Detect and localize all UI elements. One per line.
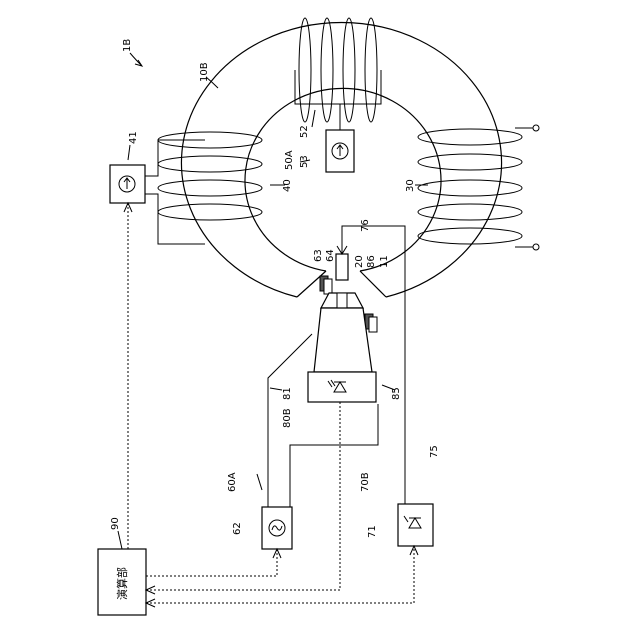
- label-71: 71: [367, 525, 378, 538]
- label-30: 30: [405, 179, 416, 192]
- label-ring: 10B: [199, 62, 210, 82]
- signal-81: [146, 402, 340, 590]
- detector-71: [398, 504, 433, 546]
- label-85: 85: [391, 387, 402, 400]
- coil-30: [418, 125, 539, 250]
- label-53: 53: [299, 155, 310, 168]
- label-76: 76: [360, 219, 371, 232]
- gap-right: [360, 271, 386, 297]
- label-70b: 70B: [360, 472, 371, 492]
- ammeter-41: [110, 165, 145, 203]
- label-75: 75: [429, 445, 440, 458]
- coil-40: [145, 132, 262, 244]
- detector-81: [308, 372, 376, 402]
- label-fig: 1B: [122, 39, 133, 52]
- label-80b: 80B: [282, 408, 293, 428]
- label-50a: 50A: [284, 150, 295, 170]
- label-11: 11: [379, 255, 390, 268]
- label-20: 20: [354, 255, 365, 268]
- compute-unit-label: 演算部: [115, 567, 129, 600]
- label-63: 63: [313, 249, 324, 262]
- label-60a: 60A: [227, 472, 238, 492]
- label-64: 64: [325, 249, 336, 262]
- label-40: 40: [282, 179, 293, 192]
- ammeter-53: [326, 130, 354, 172]
- label-86: 86: [366, 255, 377, 268]
- label-52: 52: [299, 125, 310, 138]
- label-81: 81: [282, 387, 293, 400]
- source-62: [262, 507, 292, 549]
- label-41: 41: [128, 131, 139, 144]
- signal-62: [146, 549, 277, 576]
- coil-52: [295, 18, 381, 130]
- label-62: 62: [232, 522, 243, 535]
- label-90: 90: [110, 517, 121, 530]
